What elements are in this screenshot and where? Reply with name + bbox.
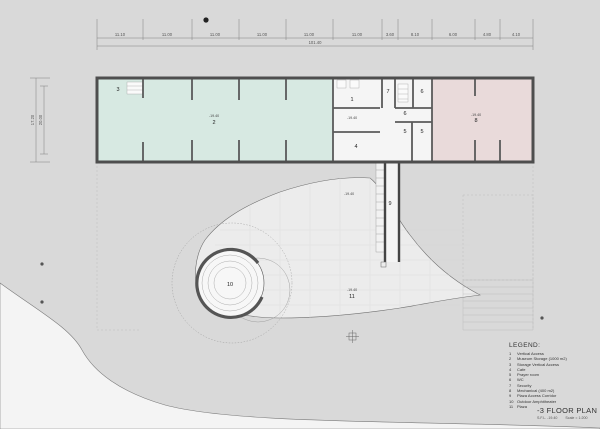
legend-item: 5 Prayer room: [509, 372, 597, 377]
dim-top-6: 11.00: [352, 32, 363, 37]
legend-item-number: 3: [509, 361, 512, 367]
legend-item-label: Vertical Access: [517, 351, 544, 356]
dim-top-5: 11.00: [304, 32, 315, 37]
elev-mechanical: -19.40: [471, 113, 481, 117]
elev-plaza: -19.40: [347, 288, 357, 292]
legend-item-number: 6: [509, 377, 512, 383]
legend-item-label: Plaza Access Corridor: [517, 393, 557, 399]
plan-title: -3 FLOOR PLAN: [537, 406, 598, 415]
dim-top-7: 3.60: [386, 32, 395, 37]
room-label-3: 3: [116, 87, 119, 93]
room-label-11: 11: [349, 294, 355, 300]
legend-item: 9 Plaza Access Corridor: [509, 393, 597, 398]
legend-list: 1 Vertical Access 2 Museum Storage (1000 m…: [509, 351, 597, 409]
legend-item-label: Plaza: [517, 403, 528, 409]
legend-item-label: Prayer room: [517, 372, 540, 378]
legend-title: LEGEND:: [509, 342, 541, 349]
interior-walls: [142, 78, 501, 162]
site-boundary: [0, 282, 600, 429]
corridor-stair: [375, 161, 386, 253]
legend-item-label: Mechanical (400 m2): [517, 388, 555, 394]
legend-item-label: Museum Storage (1000 m2): [517, 356, 567, 362]
legend-item-number: 7: [509, 382, 512, 388]
dim-top-9: 6.00: [449, 32, 458, 37]
ramp-steps: [462, 279, 534, 331]
legend-item-label: Storage Vertical Access: [517, 361, 560, 367]
legend-item: 2 Museum Storage (1000 m2): [509, 356, 597, 361]
legend-item: 7 Security: [509, 383, 597, 388]
legend: LEGEND: 1 Vertical Access 2 Museum Storage…: [509, 342, 597, 409]
room-label-10: 10: [227, 282, 233, 288]
plan-subtitle: S.F.L. -19.40 Scale = 1:200: [537, 416, 587, 420]
plaza-access-corridor: [383, 162, 401, 262]
vertical-access-stairs: [336, 79, 409, 103]
legend-item: 1 Vertical Access: [509, 351, 597, 356]
room-label-2: 2: [212, 120, 215, 126]
amphitheater: [195, 247, 265, 320]
legend-item-number: 10: [509, 398, 514, 404]
legend-item-number: 1: [509, 351, 512, 356]
elev-storage: -19.40: [209, 114, 219, 118]
legend-item-number: 5: [509, 372, 512, 378]
storage-stair: [126, 81, 144, 95]
dim-top-total: 101.40: [309, 40, 322, 45]
dim-left-2: 20.00: [38, 114, 43, 125]
dim-top-11: 4.10: [512, 32, 521, 37]
site-markers: [40, 261, 544, 343]
dim-top-10: 4.80: [483, 32, 492, 37]
legend-item: 6 WC: [509, 377, 597, 382]
legend-item-number: 2: [509, 356, 512, 362]
legend-item: 3 Storage Vertical Access: [509, 362, 597, 367]
legend-item-number: 11: [509, 403, 514, 409]
legend-item-number: 8: [509, 388, 512, 394]
legend-item-label: Cafe: [517, 366, 526, 372]
exterior-walls: [95, 76, 535, 164]
top-dimension-values: 11.10 11.00 11.00 11.00 11.00 11.00 3.60…: [115, 32, 521, 45]
dim-top-8: 8.10: [411, 32, 420, 37]
dim-top-1: 11.10: [115, 32, 126, 37]
top-dimension-lines: [96, 19, 534, 50]
elevation-marks: -19.40 -19.40 -19.40 -19.40 -19.40: [209, 113, 481, 292]
legend-item-label: Security: [517, 382, 532, 388]
dim-top-3: 11.00: [210, 32, 221, 37]
room-numbers: 1 2 3 4 5 5 6 6 7 8 9 10 11: [116, 87, 477, 300]
room-label-7: 7: [386, 89, 389, 95]
room-label-8: 8: [474, 118, 477, 124]
legend-item-label: WC: [517, 377, 524, 383]
room-label-1: 1: [350, 97, 353, 103]
legend-item: 4 Cafe: [509, 367, 597, 372]
legend-item-number: 4: [509, 366, 512, 372]
room-label-5a: 5: [403, 129, 406, 135]
dim-left-1: 17.20: [30, 114, 35, 125]
left-dimension-values: 17.20 20.00: [30, 114, 43, 125]
left-dimension-lines: [30, 77, 50, 163]
elev-center: -19.40: [347, 116, 357, 120]
floor-level: S.F.L. -19.40: [537, 416, 558, 420]
dim-top-2: 11.00: [162, 32, 173, 37]
grid-bubble: [203, 17, 209, 23]
room-label-6b: 6: [403, 111, 406, 117]
room-label-5b: 5: [420, 129, 423, 135]
room-label-4: 4: [354, 144, 357, 150]
drawing-scale: Scale = 1:200: [565, 416, 588, 420]
building-interior: [97, 78, 533, 162]
legend-item: 8 Mechanical (400 m2): [509, 388, 597, 393]
elev-corridor: -19.40: [344, 192, 354, 196]
legend-item-number: 9: [509, 393, 512, 399]
legend-item-label: Outdoor Amphitheater: [517, 398, 557, 404]
dim-top-4: 11.00: [257, 32, 268, 37]
room-label-6a: 6: [420, 89, 423, 95]
room-label-9: 9: [388, 201, 391, 207]
